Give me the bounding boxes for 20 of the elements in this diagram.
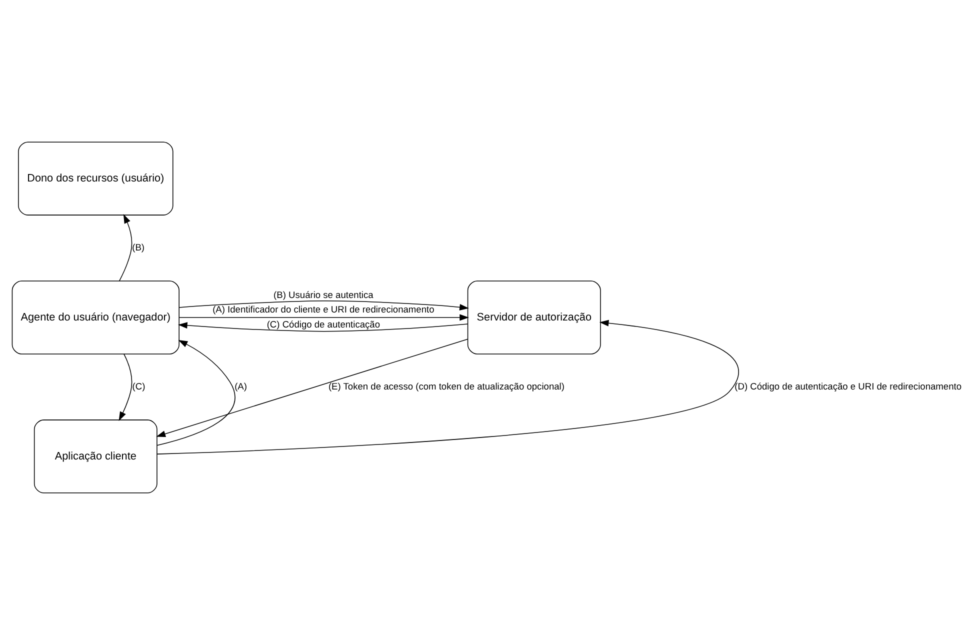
edge-label: (A) xyxy=(234,380,247,391)
edge-label: (B) xyxy=(132,242,145,252)
node-box: Aplicação cliente xyxy=(34,419,158,493)
node-box: Agente do usuário (navegador) xyxy=(12,280,180,354)
edge-label: (E) Token de acesso (com token de atualização opcional) xyxy=(328,380,564,391)
edge-label: (C) Código de autenticação xyxy=(266,318,380,329)
arrow xyxy=(178,314,469,320)
edge-label: (B) Usuário se autentica xyxy=(274,289,374,300)
node-box: Servidor de autorização xyxy=(467,280,601,354)
arrow xyxy=(156,340,236,446)
edge-label: (D) Código de autenticação e URI de redirecionamento xyxy=(734,380,962,391)
edge-label: (A) Identificador do cliente e URI de redirecionamento xyxy=(212,304,434,314)
arrow xyxy=(178,300,469,310)
edge-label: (C) xyxy=(132,380,146,391)
arrow xyxy=(156,319,740,454)
arrow xyxy=(118,353,132,420)
arrow xyxy=(156,338,468,437)
node-box: Dono dos recursos (usuário) xyxy=(18,141,174,215)
arrow xyxy=(118,214,132,281)
arrow xyxy=(178,322,468,332)
